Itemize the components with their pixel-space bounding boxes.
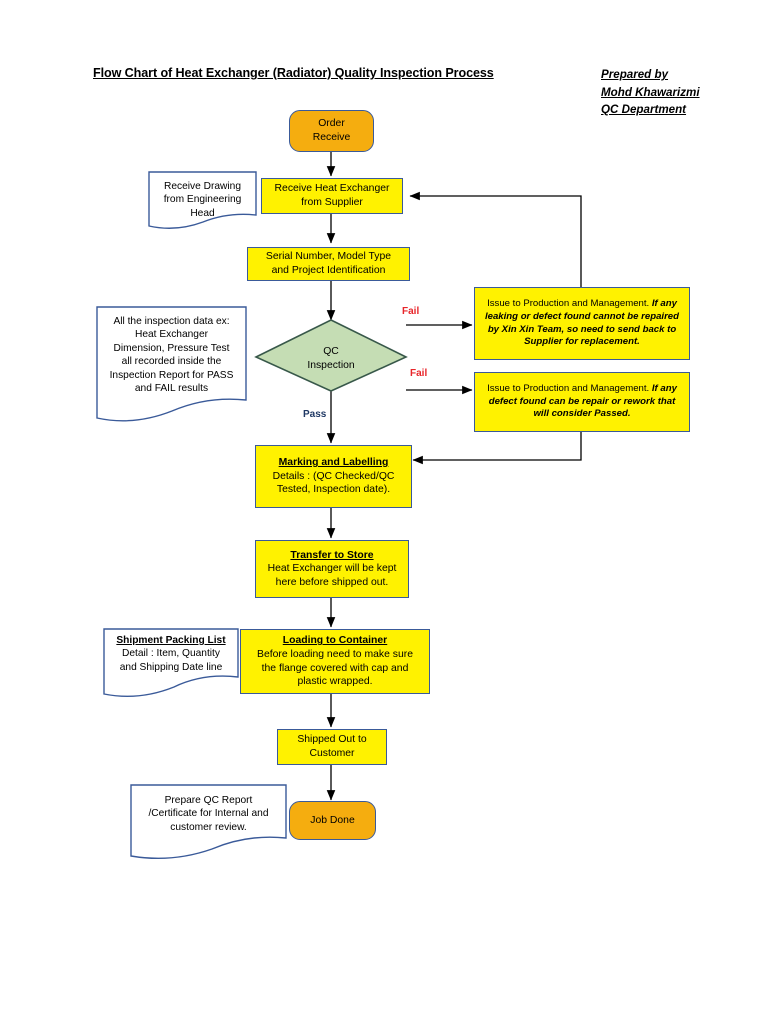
inspection-data-line-4: all recorded inside the — [121, 356, 222, 368]
node-marking-labelling[interactable]: Marking and Labelling Details : (QC Chec… — [255, 445, 412, 508]
inspection-data-line-5: Inspection Report for PASS — [109, 369, 234, 381]
job-done-label: Job Done — [310, 814, 355, 826]
receive-drawing-line-3: Head — [190, 207, 215, 219]
prepare-qc-report-line-1: Prepare QC Report — [164, 795, 253, 806]
receive-drawing-line-1: Receive Drawing — [163, 181, 241, 192]
order-receive-label-2: Receive — [312, 132, 351, 143]
flow-label-pass: Pass — [303, 409, 327, 420]
flow-label-fail-top: Fail — [402, 306, 420, 317]
shipment-packing-heading: Shipment Packing List — [116, 635, 226, 646]
shipment-packing-line-2: and Shipping Date line — [119, 661, 223, 673]
node-job-done[interactable]: Job Done — [289, 801, 376, 840]
order-receive-label-1: Order — [318, 118, 345, 130]
marking-labelling-body-1: Details : (QC Checked/QC — [272, 470, 395, 482]
page-title: Flow Chart of Heat Exchanger (Radiator) … — [93, 66, 494, 80]
node-loading-to-container[interactable]: Loading to Container Before loading need… — [240, 629, 430, 694]
issue-rework-emphasis: If any defect found can be repair or rew… — [488, 383, 677, 420]
issue-replacement-emphasis: If any leaking or defect found cannot be… — [484, 298, 680, 348]
node-serial-number[interactable]: Serial Number, Model Type and Project Id… — [247, 247, 410, 281]
loading-to-container-body-2: the flange covered with cap and — [261, 662, 409, 674]
transfer-to-store-body-1: Heat Exchanger will be kept — [267, 563, 397, 575]
node-transfer-to-store[interactable]: Transfer to Store Heat Exchanger will be… — [255, 540, 409, 598]
qc-inspection-label-2: Inspection — [307, 359, 355, 371]
shipped-out-label-1: Shipped Out to — [297, 734, 367, 746]
receive-heat-exchanger-label-1: Receive Heat Exchanger — [274, 183, 390, 195]
inspection-data-line-1: All the inspection data ex: — [113, 316, 230, 327]
prepare-qc-report-line-3: customer review. — [170, 821, 247, 833]
node-issue-replacement[interactable]: Issue to Production and Management. If a… — [474, 287, 690, 360]
node-receive-heat-exchanger[interactable]: Receive Heat Exchanger from Supplier — [261, 178, 403, 214]
flow-label-fail-bottom: Fail — [410, 368, 428, 379]
transfer-to-store-body-2: here before shipped out. — [275, 576, 389, 588]
transfer-to-store-heading: Transfer to Store — [290, 549, 374, 561]
inspection-data-line-3: Dimension, Pressure Test — [113, 342, 230, 354]
issue-rework-plain: Issue to Production and Management. — [487, 383, 650, 395]
shipment-packing-line-1: Detail : Item, Quantity — [122, 648, 220, 660]
qc-inspection-label: QC Inspection — [271, 345, 391, 372]
shipped-out-label-2: Customer — [309, 748, 355, 759]
prepared-by-block: Prepared by Mohd Khawarizmi QC Departmen… — [601, 66, 700, 119]
prepared-by-label: Prepared by — [601, 68, 669, 81]
loading-to-container-body-1: Before loading need to make sure — [257, 648, 413, 660]
marking-labelling-body-2: Tested, Inspection date). — [276, 484, 391, 496]
marking-labelling-heading: Marking and Labelling — [278, 457, 389, 469]
issue-replacement-plain: Issue to Production and Management. — [487, 298, 650, 310]
inspection-data-line-2: Heat Exchanger — [134, 329, 209, 341]
serial-number-label-1: Serial Number, Model Type — [265, 251, 392, 263]
node-shipped-out[interactable]: Shipped Out to Customer — [277, 729, 387, 765]
node-issue-rework[interactable]: Issue to Production and Management. If a… — [474, 372, 690, 432]
prepared-by-name: Mohd Khawarizmi — [601, 85, 700, 99]
loading-to-container-body-3: plastic wrapped. — [297, 676, 373, 688]
prepare-qc-report-line-2: /Certificate for Internal and — [148, 808, 269, 820]
inspection-data-line-6: and FAIL results — [134, 383, 209, 395]
receive-heat-exchanger-label-2: from Supplier — [301, 197, 363, 208]
qc-inspection-label-1: QC — [323, 346, 339, 357]
serial-number-label-2: and Project Identification — [271, 265, 386, 276]
node-order-receive[interactable]: Order Receive — [289, 110, 374, 152]
prepared-by-department: QC Department — [601, 103, 687, 116]
loading-to-container-heading: Loading to Container — [282, 635, 388, 647]
receive-drawing-line-2: from Engineering — [163, 194, 242, 206]
